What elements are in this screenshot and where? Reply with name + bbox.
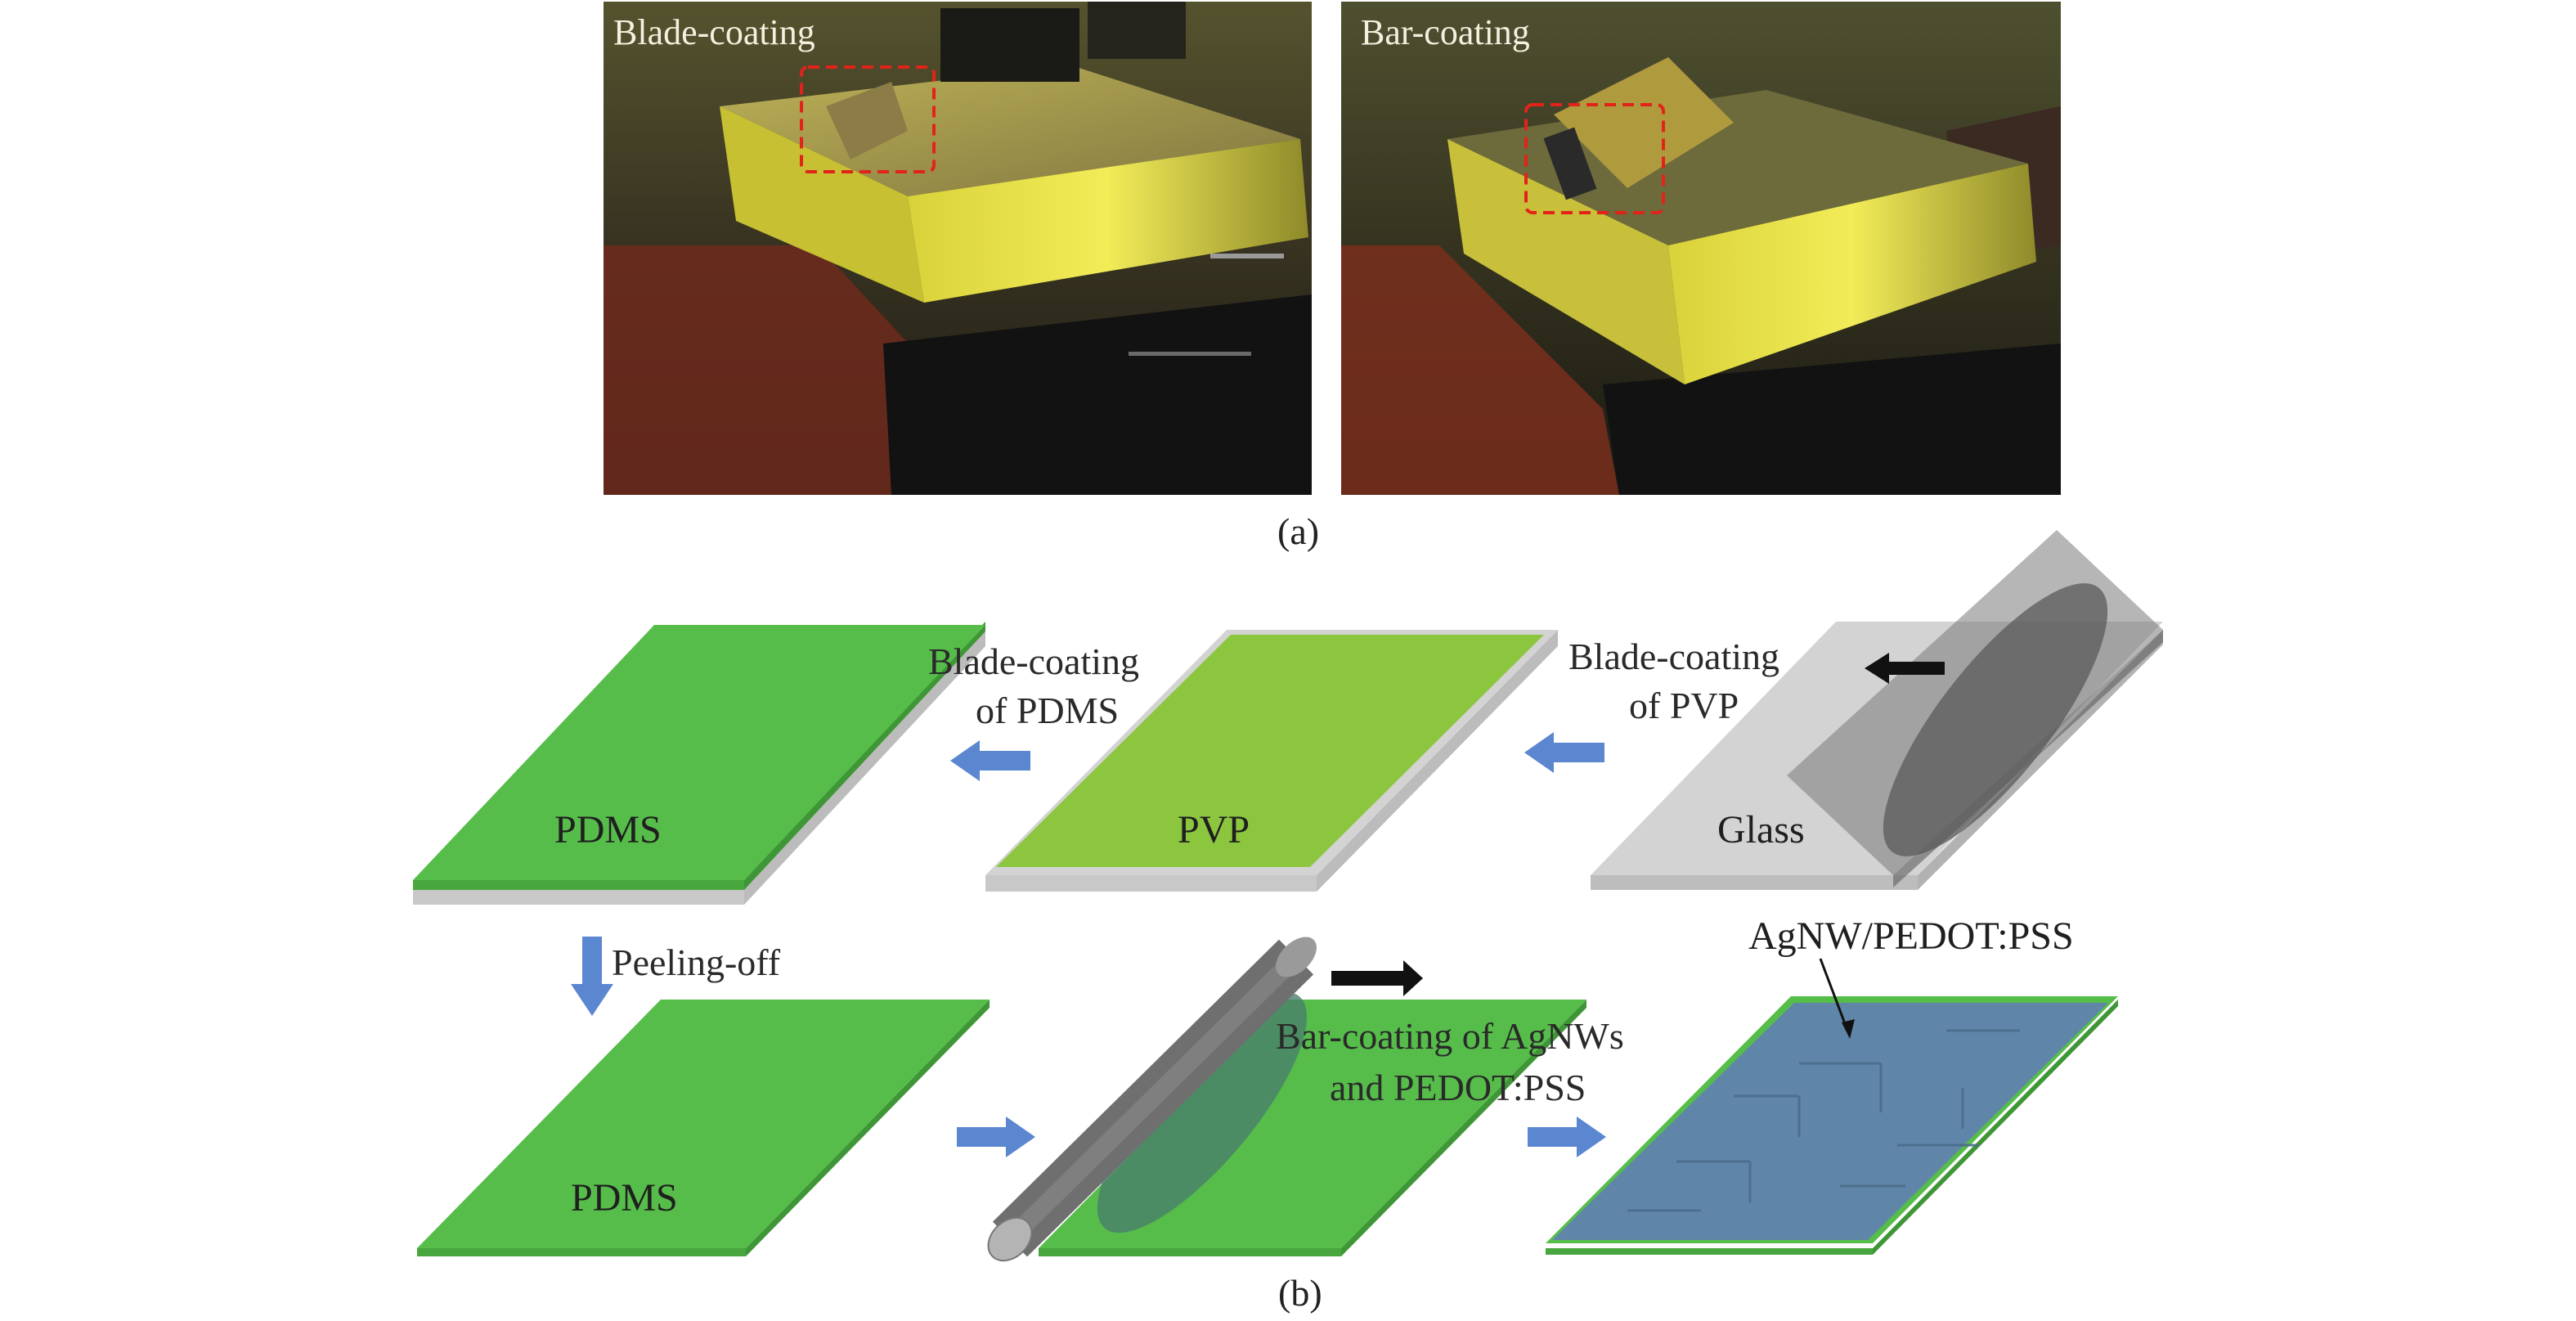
caption-b: (b) bbox=[1278, 1272, 1322, 1314]
step-label-bar-1: Bar-coating of AgNWs bbox=[1276, 1015, 1624, 1057]
step-label-blade-pdms-2: of PDMS bbox=[976, 690, 1119, 731]
process-arrow-icon-right-2 bbox=[1528, 1117, 1606, 1157]
slab-agnw: AgNW/PEDOT:PSS bbox=[1546, 914, 2118, 1255]
black-direction-arrow-icon-top bbox=[1865, 653, 1945, 684]
photo-label-blade: Blade-coating bbox=[613, 12, 815, 52]
highlight-box-bar bbox=[1524, 103, 1665, 214]
process-arrow-icon-left-1 bbox=[950, 740, 1030, 781]
slab-label-glass: Glass bbox=[1717, 808, 1805, 851]
blade-icon bbox=[1787, 530, 2163, 887]
step-label-peeling: Peeling-off bbox=[612, 941, 781, 983]
slab-label-pdms-top: PDMS bbox=[554, 808, 662, 851]
highlight-box-blade bbox=[800, 65, 936, 173]
step-label-blade-pvp-2: of PVP bbox=[1629, 685, 1739, 726]
cylinder-rod-icon bbox=[987, 937, 1317, 1262]
slab-label-pdms-bottom: PDMS bbox=[571, 1176, 678, 1220]
slab-pdms-top: PDMS bbox=[413, 622, 985, 905]
process-arrow-icon-down bbox=[571, 937, 613, 1016]
photo-bar-coating: Bar-coating bbox=[1341, 2, 2061, 495]
slab-label-agnw: AgNW/PEDOT:PSS bbox=[1748, 914, 2074, 958]
process-arrow-icon-left-2 bbox=[1524, 732, 1604, 773]
black-direction-arrow-icon-bottom bbox=[1331, 960, 1423, 996]
slab-pdms-bottom: PDMS bbox=[417, 1000, 990, 1256]
slab-label-pvp: PVP bbox=[1178, 808, 1250, 851]
slab-bar-coating bbox=[1039, 991, 1586, 1256]
slab-pvp: PVP bbox=[985, 630, 1558, 892]
caption-a: (a) bbox=[1277, 510, 1319, 552]
step-label-blade-pdms-1: Blade-coating bbox=[928, 640, 1139, 682]
process-arrow-icon-right-1 bbox=[957, 1117, 1035, 1157]
step-label-bar-2: and PEDOT:PSS bbox=[1330, 1067, 1586, 1108]
photo-label-bar: Bar-coating bbox=[1361, 12, 1530, 52]
photo-blade-coating: Blade-coating bbox=[604, 2, 1312, 495]
step-label-blade-pvp-1: Blade-coating bbox=[1568, 636, 1779, 677]
